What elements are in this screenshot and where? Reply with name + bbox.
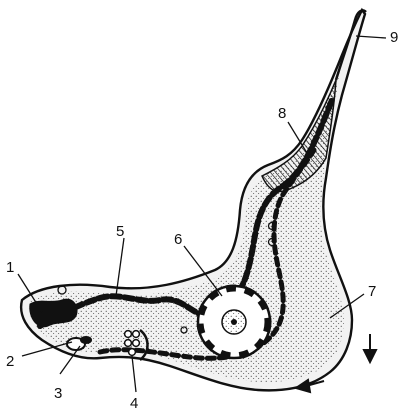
label-5: 5 <box>116 223 124 240</box>
label-8: 8 <box>278 105 286 122</box>
label-6: 6 <box>174 231 182 248</box>
label-7: 7 <box>368 283 376 300</box>
label-1: 1 <box>6 259 14 276</box>
label-2: 2 <box>6 353 14 370</box>
nucleus <box>198 286 270 358</box>
label-4: 4 <box>130 395 138 409</box>
label-9: 9 <box>390 29 398 46</box>
label-3: 3 <box>54 385 62 402</box>
cytoplasm <box>29 70 344 382</box>
